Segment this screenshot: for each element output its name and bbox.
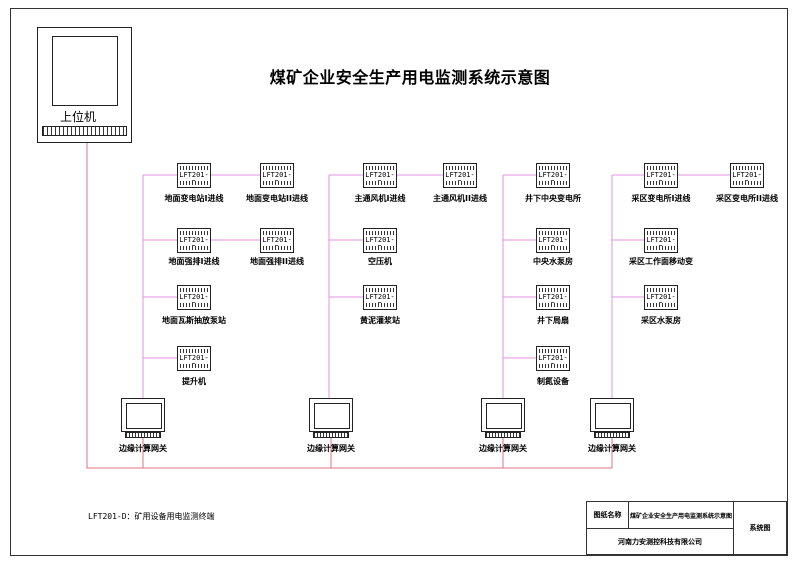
device-caption: 井下中央变电所 (525, 194, 581, 203)
host-computer: 上位机 (37, 27, 132, 143)
meter-device: LFT201-D (536, 285, 570, 310)
device-caption: 制氮设备 (537, 377, 569, 386)
gateway-label: 边缘计算网关 (588, 444, 636, 453)
title-block-type: 系统图 (749, 524, 771, 532)
edge-gateway-icon (309, 398, 353, 440)
diagram-title: 煤矿企业安全生产用电监测系统示意图 (269, 68, 551, 87)
device-caption: 地面强排I进线 (168, 257, 220, 266)
meter-device: LFT201-D (363, 163, 397, 188)
meter-device: LFT201-D (177, 228, 211, 253)
gateway-label: 边缘计算网关 (119, 444, 167, 453)
gateway-label: 边缘计算网关 (307, 444, 355, 453)
meter-device: LFT201-D (644, 228, 678, 253)
meter-device: LFT201-D (730, 163, 764, 188)
host-keyboard-icon (42, 126, 127, 136)
meter-device: LFT201-D (177, 163, 211, 188)
meter-device: LFT201-D (260, 228, 294, 253)
device-caption: 中央水泵房 (533, 257, 573, 266)
meter-device: LFT201-D (177, 285, 211, 310)
meter-device: LFT201-D (363, 285, 397, 310)
device-caption: 地面瓦斯抽放泵站 (162, 316, 226, 325)
meter-device: LFT201-D (644, 285, 678, 310)
edge-gateway-icon (481, 398, 525, 440)
device-caption: 主通风机II进线 (433, 194, 487, 203)
meter-device: LFT201-D (536, 346, 570, 371)
legend-note: LFT201-D：矿用设备用电监测终端 (88, 512, 215, 521)
meter-device: LFT201-D (443, 163, 477, 188)
edge-gateway-icon (121, 398, 165, 440)
device-caption: 采区工作面移动变 (629, 257, 693, 266)
edge-gateway-icon (590, 398, 634, 440)
bus-line (86, 143, 612, 469)
meter-device: LFT201-D (536, 228, 570, 253)
meter-device: LFT201-D (644, 163, 678, 188)
meter-device: LFT201-D (260, 163, 294, 188)
meter-device: LFT201-D (177, 346, 211, 371)
device-caption: 地面强排II进线 (250, 257, 304, 266)
meter-device: LFT201-D (536, 163, 570, 188)
device-caption: 采区变电所I进线 (631, 194, 691, 203)
device-caption: 黄泥灌浆站 (360, 316, 400, 325)
device-caption: 地面变电站II进线 (246, 194, 308, 203)
drawing-frame (10, 8, 788, 556)
device-caption: 提升机 (182, 377, 206, 386)
device-caption: 井下局扇 (537, 316, 569, 325)
title-block-name-value: 煤矿企业安全生产用电监测系统示意图 (629, 502, 734, 529)
device-caption: 主通风机I进线 (354, 194, 406, 203)
title-block-company: 河南力安测控科技有限公司 (587, 529, 734, 554)
host-label: 上位机 (60, 110, 97, 124)
device-caption: 地面变电站I进线 (164, 194, 224, 203)
host-monitor-icon (52, 36, 118, 106)
gateway-label: 边缘计算网关 (479, 444, 527, 453)
device-caption: 采区变电所II进线 (716, 194, 778, 203)
title-block-name-label: 图纸名称 (587, 502, 629, 529)
title-block: 图纸名称 煤矿企业安全生产用电监测系统示意图 系统图 河南力安测控科技有限公司 (586, 501, 787, 555)
meter-device: LFT201-D (363, 228, 397, 253)
device-caption: 采区水泵房 (641, 316, 681, 325)
device-caption: 空压机 (368, 257, 392, 266)
